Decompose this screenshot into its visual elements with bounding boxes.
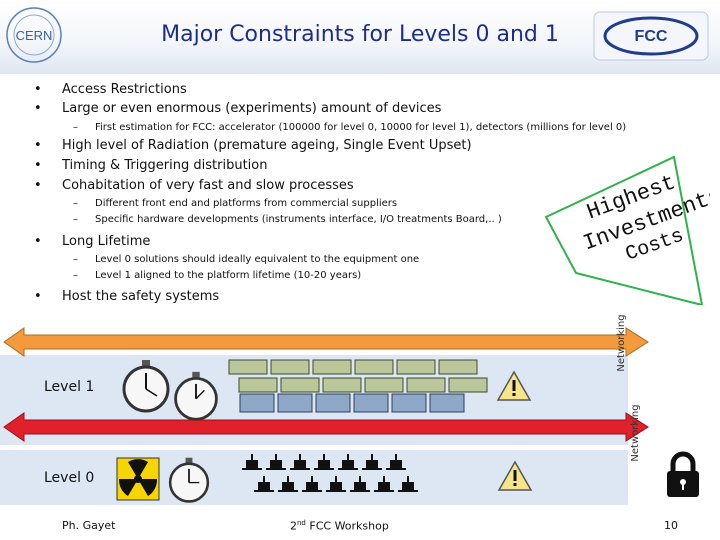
rack-icon bbox=[312, 359, 352, 375]
crate-icon bbox=[239, 393, 275, 413]
footer-author: Ph. Gayet bbox=[62, 519, 116, 532]
rack-icon bbox=[406, 377, 446, 393]
sensor-icon bbox=[242, 454, 262, 470]
sensor-icon bbox=[386, 454, 406, 470]
sensor-icon bbox=[362, 454, 382, 470]
bullet-lifetime: Long Lifetime bbox=[34, 234, 151, 249]
crate-icon bbox=[315, 393, 351, 413]
sensor-icon bbox=[326, 476, 346, 492]
stopwatch-icon-small bbox=[174, 371, 218, 421]
rack-icon bbox=[270, 359, 310, 375]
sensor-icon bbox=[338, 454, 358, 470]
rack-icon bbox=[364, 377, 404, 393]
footer-event-number: 2 bbox=[290, 519, 297, 533]
svg-text:FCC: FCC bbox=[635, 28, 668, 45]
bullet-access: Access Restrictions bbox=[34, 82, 187, 97]
cern-logo: CERN bbox=[6, 7, 62, 63]
stopwatch-icon-level0 bbox=[168, 457, 210, 503]
page-title: Major Constraints for Levels 0 and 1 bbox=[161, 22, 559, 47]
footer-event-name: FCC Workshop bbox=[305, 519, 389, 533]
rack-cluster bbox=[228, 359, 488, 393]
rack-icon bbox=[228, 359, 268, 375]
sub-level1: Level 1 aligned to the platform lifetime… bbox=[73, 270, 361, 281]
bullet-cohabitation: Cohabitation of very fast and slow proce… bbox=[34, 178, 354, 193]
bullet-timing: Timing & Triggering distribution bbox=[34, 158, 268, 173]
rack-icon bbox=[354, 359, 394, 375]
sensor-icon bbox=[302, 476, 322, 492]
sub-level0: Level 0 solutions should ideally equival… bbox=[73, 254, 419, 265]
orange-arrow bbox=[3, 327, 649, 357]
cost-triangle: Highest Investments Costs bbox=[544, 155, 710, 305]
svg-text:CERN: CERN bbox=[16, 28, 53, 43]
rack-icon bbox=[322, 377, 362, 393]
bullet-radiation: High level of Radiation (premature agein… bbox=[34, 138, 472, 153]
sensor-icon bbox=[350, 476, 370, 492]
stopwatch-icon bbox=[122, 360, 170, 413]
rack-icon bbox=[238, 377, 278, 393]
networking-label-top: Networking bbox=[616, 314, 627, 372]
crate-icon bbox=[277, 393, 313, 413]
rack-icon bbox=[448, 377, 488, 393]
bullet-devices: Large or even enormous (experiments) amo… bbox=[34, 101, 441, 116]
crate-icon bbox=[429, 393, 465, 413]
level0-label: Level 0 bbox=[44, 470, 95, 486]
sensor-icon bbox=[398, 476, 418, 492]
crate-icon bbox=[353, 393, 389, 413]
sub-fcc-estimation: First estimation for FCC: accelerator (1… bbox=[73, 122, 626, 133]
arrows-layer bbox=[3, 327, 649, 442]
sub-hardware: Specific hardware developments (instrume… bbox=[73, 214, 502, 225]
warning-icon bbox=[496, 370, 532, 401]
sensor-icon bbox=[278, 476, 298, 492]
red-arrow bbox=[3, 412, 649, 442]
rack-icon bbox=[438, 359, 478, 375]
crate-cluster bbox=[239, 393, 465, 413]
fcc-logo: FCC bbox=[593, 11, 709, 61]
sensor-icon bbox=[314, 454, 334, 470]
sensor-icon bbox=[254, 476, 274, 492]
radiation-icon bbox=[116, 457, 160, 501]
sub-front-end: Different front end and platforms from c… bbox=[73, 198, 397, 209]
rack-icon bbox=[396, 359, 436, 375]
footer-event: 2nd FCC Workshop bbox=[290, 519, 389, 533]
footer-page-number: 10 bbox=[664, 519, 678, 532]
sensor-cluster bbox=[242, 454, 418, 492]
networking-label-bottom: Networking bbox=[630, 404, 641, 462]
lock-icon bbox=[667, 451, 699, 497]
bullet-safety: Host the safety systems bbox=[34, 289, 219, 304]
sensor-icon bbox=[374, 476, 394, 492]
level1-label: Level 1 bbox=[44, 379, 95, 395]
footer-event-ordinal: nd bbox=[297, 519, 306, 527]
crate-icon bbox=[391, 393, 427, 413]
warning-icon-level0 bbox=[497, 460, 533, 491]
sensor-icon bbox=[266, 454, 286, 470]
sensor-icon bbox=[290, 454, 310, 470]
rack-icon bbox=[280, 377, 320, 393]
